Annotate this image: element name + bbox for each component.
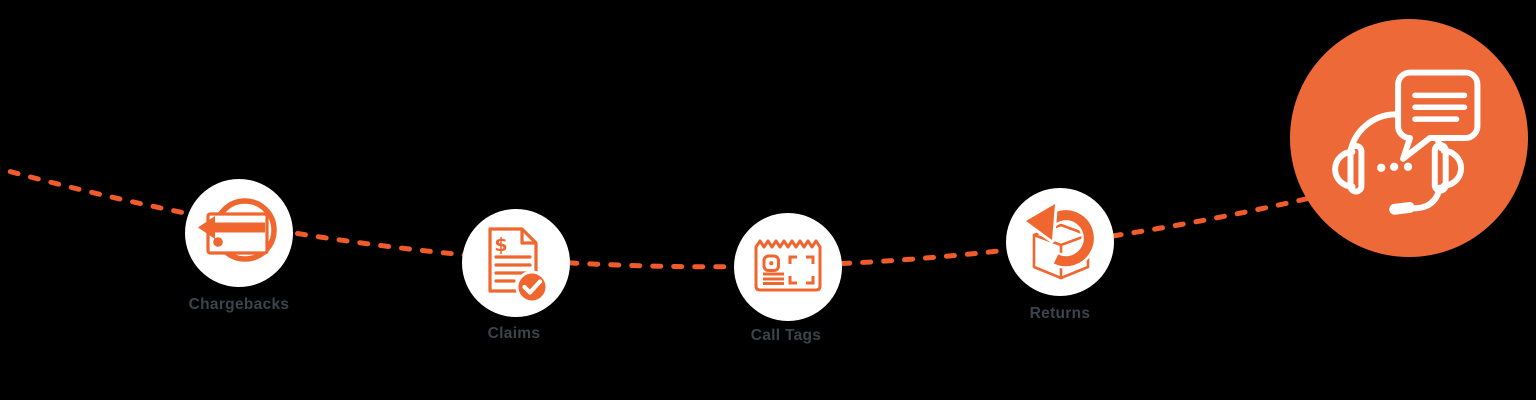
node-call-tags	[734, 213, 842, 321]
node-label-claims: Claims	[487, 325, 541, 342]
dollar-glyph: $	[494, 234, 507, 256]
node-label-chargebacks: Chargebacks	[188, 296, 290, 313]
node-claims: $	[462, 209, 570, 317]
claim-document-check-icon: $	[488, 227, 549, 304]
node-label-returns: Returns	[1029, 305, 1091, 322]
return-box-arrow-icon	[1023, 201, 1097, 280]
node-returns	[1006, 188, 1114, 296]
node-label-call-tags: Call Tags	[750, 327, 822, 344]
credit-card-chargeback-icon	[198, 198, 277, 262]
call-tag-label-icon	[754, 239, 822, 292]
node-chargebacks	[185, 179, 293, 287]
support-endpoint-circle	[1290, 19, 1528, 257]
support-headset-chat-icon	[1332, 69, 1481, 215]
